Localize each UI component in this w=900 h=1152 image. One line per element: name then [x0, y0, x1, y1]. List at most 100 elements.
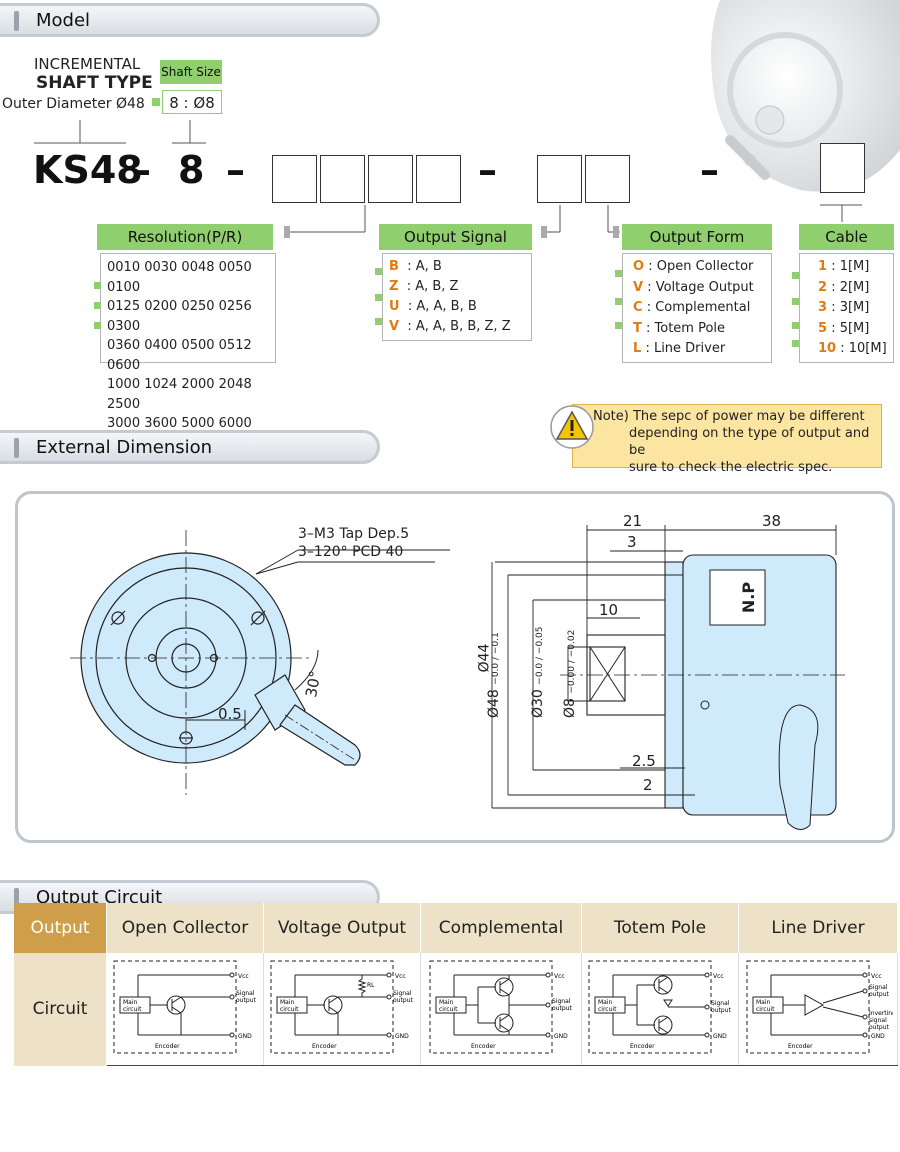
section-marker	[14, 888, 19, 908]
svg-text:Main: Main	[123, 999, 138, 1006]
svg-text:Vcc: Vcc	[713, 973, 724, 980]
output-signal-slot	[537, 155, 582, 203]
cable-length-slot	[820, 143, 865, 193]
dim-10: 10	[599, 601, 619, 619]
resolution-marker	[94, 302, 101, 309]
diameter-44-label: Ø44	[476, 643, 493, 673]
model-type-line2: SHAFT TYPE	[36, 73, 153, 93]
dimension-frame	[15, 491, 895, 843]
svg-text:circuit: circuit	[123, 1006, 142, 1013]
tap-spec-1: 3–M3 Tap Dep.5	[298, 526, 410, 542]
side-view-drawing	[491, 525, 845, 830]
output-signal-marker	[375, 294, 382, 301]
output-form-box: O : Open Collector V : Voltage Output C …	[622, 253, 772, 363]
section-model-header: Model	[0, 3, 380, 37]
svg-text:Encoder: Encoder	[788, 1043, 813, 1050]
header-complemental: Complemental	[420, 903, 582, 953]
model-dash-1: –	[132, 148, 151, 192]
svg-text:output: output	[236, 997, 256, 1004]
svg-text:Inverting: Inverting	[869, 1010, 893, 1017]
output-signal-title: Output Signal	[379, 224, 532, 250]
cable-length-marker	[792, 272, 799, 279]
resolution-slot-1	[272, 155, 317, 203]
svg-text:Main: Main	[756, 999, 771, 1006]
output-signal-item: U : A, A, B, B	[389, 299, 477, 314]
svg-text:Encoder: Encoder	[155, 1043, 180, 1050]
output-signal-box: B : A, B Z : A, B, Z U : A, A, B, B V : …	[382, 253, 532, 341]
svg-text:GND: GND	[871, 1033, 885, 1040]
svg-text:GND: GND	[238, 1033, 252, 1040]
output-signal-item: B : A, B	[389, 259, 442, 274]
output-circuit-table: Output Open Collector Voltage Output Com…	[14, 903, 898, 1066]
row-circuit: Circuit	[14, 953, 107, 1066]
model-code-shaft: 8	[178, 148, 205, 192]
svg-text:Signal: Signal	[869, 984, 888, 991]
resolution-box: 0010 0030 0048 0050 0100 0125 0200 0250 …	[100, 253, 276, 431]
svg-text:Vcc: Vcc	[238, 973, 249, 980]
svg-text:signal: signal	[869, 1017, 887, 1024]
note-line: sure to check the electric spec.	[629, 460, 833, 475]
svg-text:Signal: Signal	[236, 990, 255, 997]
section-title: Model	[36, 10, 91, 31]
cable-length-item: 2 : 2[M]	[818, 279, 870, 295]
svg-text:circuit: circuit	[598, 1006, 617, 1013]
nameplate-label: N.P	[739, 581, 759, 614]
cable-length-item: 3 : 3[M]	[818, 300, 870, 315]
resolution-marker	[94, 322, 101, 329]
cable-length-marker	[792, 340, 799, 347]
resolution-slot-2	[320, 155, 365, 203]
svg-text:Main: Main	[280, 999, 295, 1006]
svg-text:Main: Main	[439, 999, 454, 1006]
note-line: Note) The sepc of power may be different	[593, 409, 865, 424]
output-form-title: Output Form	[622, 224, 772, 250]
svg-text:output: output	[869, 1024, 889, 1031]
section-marker	[14, 438, 19, 458]
output-form-item: T : Totem Pole	[633, 320, 726, 336]
output-signal-item: Z : A, B, Z	[389, 279, 459, 294]
model-dash-3: –	[478, 148, 497, 192]
cable-length-marker	[792, 322, 799, 329]
output-form-marker	[615, 322, 622, 329]
shaft-size-value: 8 : Ø8	[162, 90, 222, 114]
tap-spec-2: 3–120° PCD 40	[298, 544, 404, 560]
section-marker	[14, 11, 19, 31]
offset-label: 0.5	[218, 705, 242, 723]
dim-21: 21	[623, 512, 643, 530]
resolution-row: 0360 0400 0500 0512 0600	[107, 338, 252, 373]
output-signal-marker	[375, 268, 382, 275]
model-code-prefix: KS48	[33, 148, 143, 192]
output-form-item: C : Complemental	[633, 300, 751, 315]
resolution-row: 0010 0030 0048 0050 0100	[107, 260, 252, 295]
output-form-marker	[615, 298, 622, 305]
note-line: depending on the type of output and be	[629, 426, 870, 458]
cable-length-item: 5 : 5[M]	[818, 320, 870, 336]
shaft-size-marker	[152, 98, 160, 106]
svg-text:Vcc: Vcc	[395, 973, 406, 980]
warning-icon	[550, 405, 594, 449]
svg-text:output: output	[711, 1007, 731, 1014]
svg-text:RL: RL	[367, 982, 375, 989]
model-dash-2: –	[226, 148, 245, 192]
svg-text:Encoder: Encoder	[471, 1043, 496, 1050]
svg-text:Vcc: Vcc	[871, 973, 882, 980]
cable-length-title: Cable Length	[799, 224, 894, 272]
dim-2: 2	[643, 776, 653, 794]
cable-length-item: 10 : 10[M]	[818, 341, 887, 356]
svg-text:GND: GND	[395, 1033, 409, 1040]
header-line-driver: Line Driver	[738, 903, 898, 953]
header-totem-pole: Totem Pole	[581, 903, 739, 953]
dim-3: 3	[627, 533, 637, 551]
svg-text:output: output	[393, 997, 413, 1004]
diameter-30-label: Ø30 −0.0 / −0.05	[530, 626, 546, 719]
model-dash-4: –	[700, 148, 719, 192]
cable-length-box: 1 : 1[M] 2 : 2[M] 3 : 3[M] 5 : 5[M] 10 :…	[799, 253, 894, 363]
table-header-row: Output Open Collector Voltage Output Com…	[14, 903, 898, 953]
